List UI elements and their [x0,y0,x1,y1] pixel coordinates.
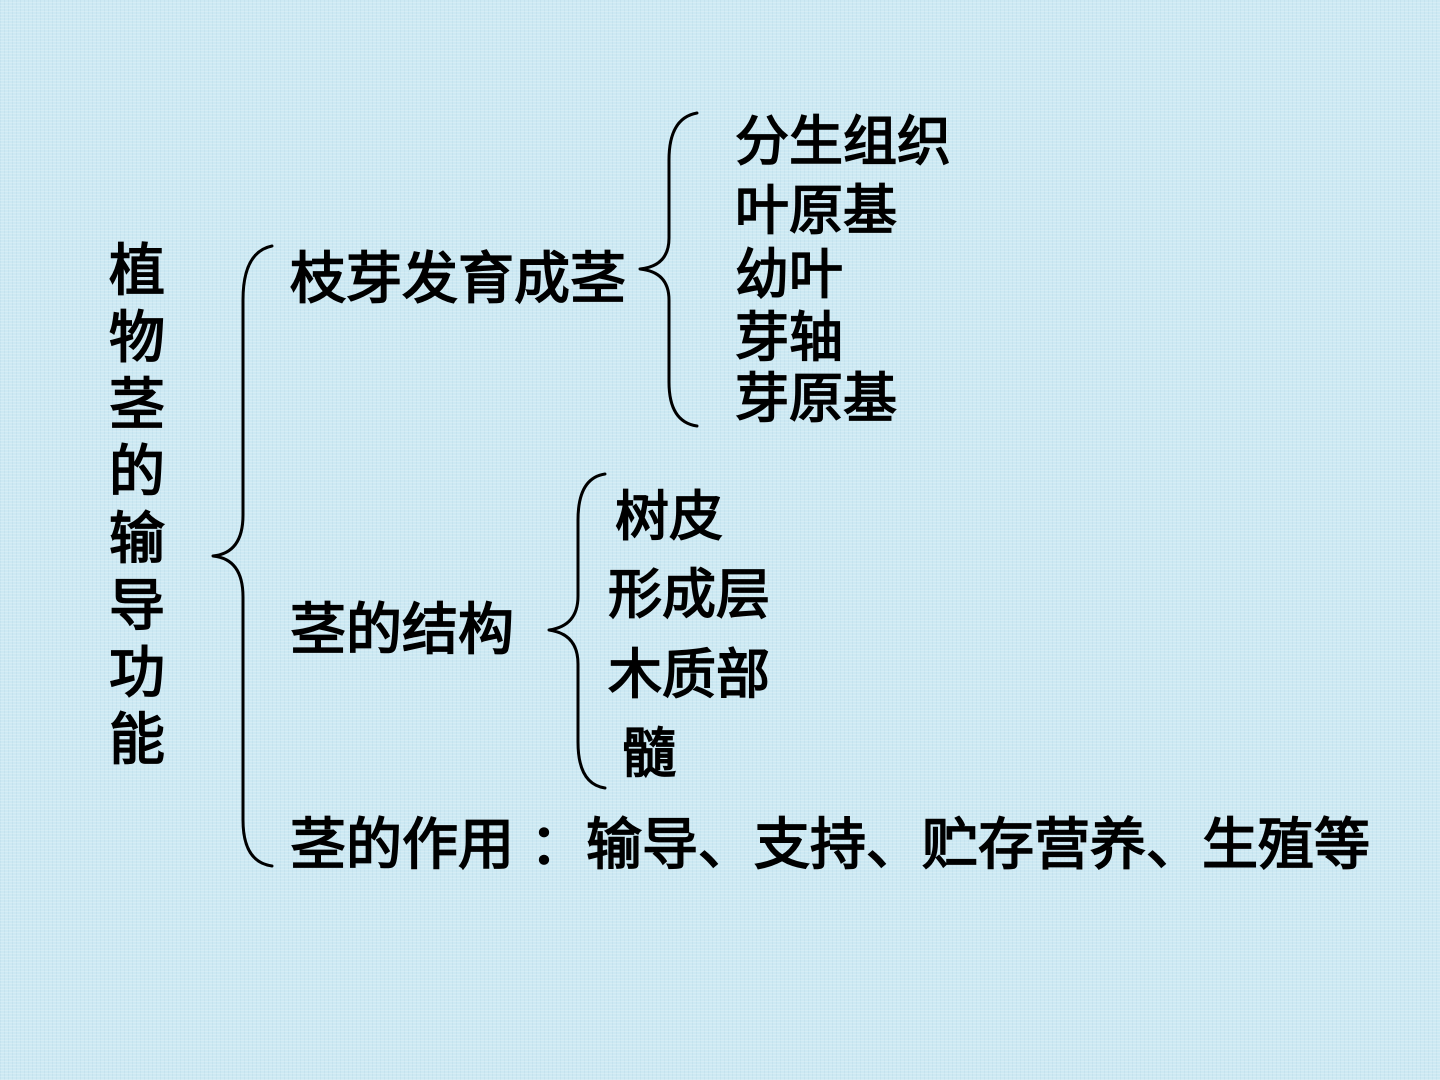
structure-label: 茎的结构 [290,598,514,663]
structure-item-xylem: 木质部 [608,643,770,706]
bud-item-leaf-primordium: 叶原基 [735,179,897,242]
structure-item-bark: 树皮 [615,485,723,548]
main-title: 植物茎的输导功能 [109,239,165,773]
bud-item-bud-axis: 芽轴 [735,306,843,369]
function-label: 茎的作用 [290,813,514,878]
bud-brace [638,111,699,428]
function-colon: ： [530,813,586,878]
bud-item-meristem: 分生组织 [735,110,951,173]
structure-item-pith: 髓 [622,722,676,785]
main-brace [211,244,274,868]
function-text: 输导、支持、贮存营养、生殖等 [586,813,1370,878]
structure-brace [547,472,607,790]
bud-label: 枝芽发育成茎 [290,247,626,312]
bud-item-young-leaf: 幼叶 [735,243,843,306]
bud-item-bud-primordium: 芽原基 [735,367,897,430]
structure-item-cambium: 形成层 [608,563,770,626]
